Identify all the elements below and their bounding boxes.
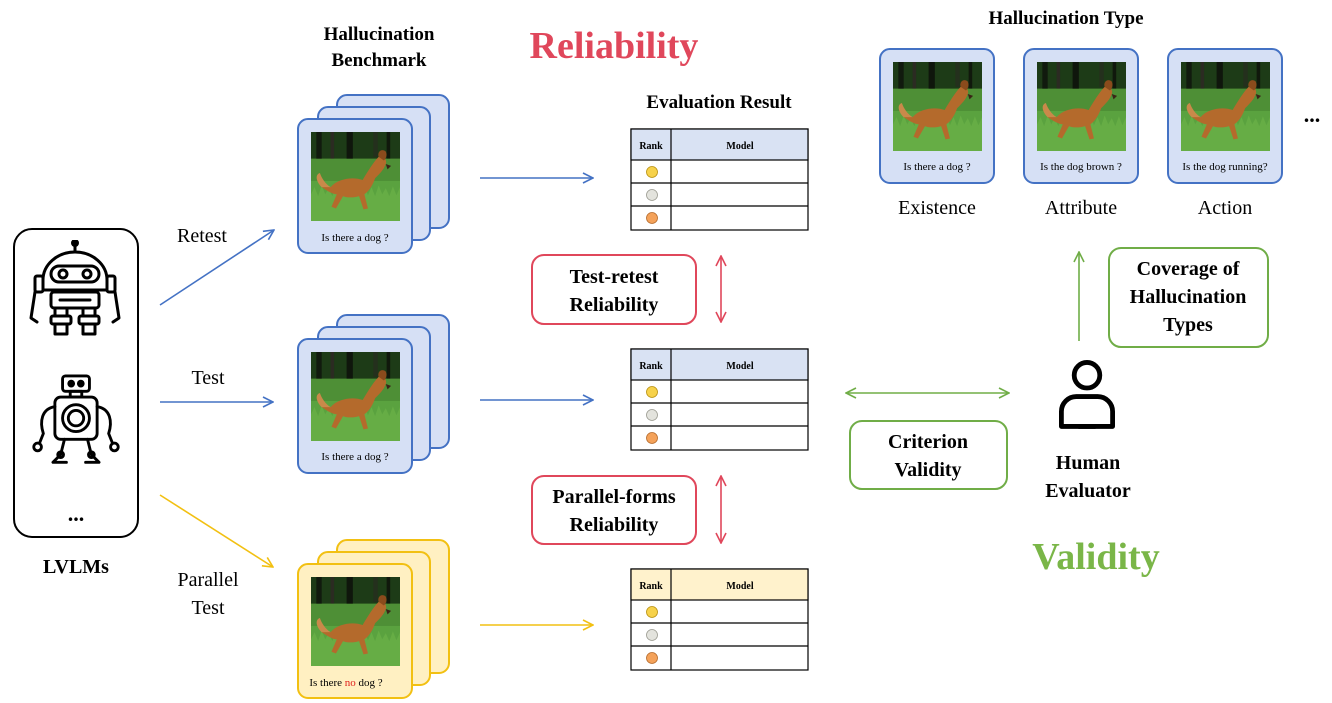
gold-medal-icon: [646, 166, 658, 178]
bronze-medal-icon: [646, 212, 658, 224]
reliability-title: Reliability: [530, 25, 699, 67]
test-retest-box: [531, 254, 697, 325]
parallel-forms-label: Reliability: [570, 514, 659, 536]
type-label: Attribute: [1045, 197, 1117, 219]
bronze-medal-icon: [646, 432, 658, 444]
parallel-test-label: Test: [191, 597, 224, 619]
coverage-label: Types: [1163, 314, 1213, 336]
coverage-label: Coverage of: [1137, 258, 1240, 280]
lvlms-label: LVLMs: [43, 556, 109, 578]
coverage-box: [1108, 247, 1269, 348]
rank-header: Rank: [639, 141, 663, 152]
benchmark-question: Is there a dog ?: [321, 232, 388, 244]
type-ellipsis: ...: [1304, 102, 1321, 127]
hallucination-type-section: Hallucination Type Is there a dog ? Exis…: [879, 8, 1321, 219]
silver-medal-icon: [646, 629, 658, 641]
type-question: Is the dog brown ?: [1040, 161, 1122, 173]
type-card-attribute: Is the dog brown ? Attribute: [1023, 48, 1139, 219]
type-question: Is the dog running?: [1182, 161, 1267, 173]
reliability-section: Reliability Evaluation Result Rank Model…: [530, 25, 809, 671]
dog-image: [1037, 62, 1126, 151]
test-retest-label: Test-retest: [570, 266, 659, 288]
human-evaluator-label: Evaluator: [1045, 480, 1131, 502]
benchmark-card-stack: Is there a dog ?: [297, 314, 450, 474]
validity-title: Validity: [1032, 536, 1159, 578]
model-header: Model: [726, 581, 753, 592]
retest-arrow: [159, 230, 274, 306]
dog-image: [311, 132, 400, 221]
rank-header: Rank: [639, 581, 663, 592]
flow-arrows: Retest Test Parallel Test: [159, 225, 274, 619]
dog-image: [311, 352, 400, 441]
gold-medal-icon: [646, 606, 658, 618]
model-header: Model: [726, 361, 753, 372]
retest-label: Retest: [177, 225, 227, 247]
lvlms-panel: ... LVLMs: [13, 228, 139, 578]
test-retest-label: Reliability: [570, 294, 659, 316]
hallucination-type-title: Hallucination Type: [988, 8, 1143, 29]
criterion-label: Validity: [894, 459, 961, 481]
human-evaluator-label: Human: [1056, 452, 1120, 474]
parallel-test-arrow: [159, 494, 273, 567]
type-card-existence: Is there a dog ? Existence: [879, 48, 995, 219]
model-header: Model: [726, 141, 753, 152]
rank-table: Rank Model: [630, 128, 809, 231]
lvlms-ellipsis: ...: [68, 501, 85, 526]
question-part: dog ?: [356, 677, 383, 689]
rank-table: Rank Model: [630, 348, 809, 451]
dog-image: [1181, 62, 1270, 151]
benchmark-question: Is there a dog ?: [321, 451, 388, 463]
bronze-medal-icon: [646, 652, 658, 664]
question-negation: no: [345, 677, 357, 689]
rank-table: Rank Model: [630, 568, 809, 671]
benchmark-card-stack-parallel: Is there no dog ?: [297, 539, 450, 699]
dog-image: [311, 577, 400, 666]
parallel-forms-box: [531, 475, 697, 545]
parallel-test-label: Parallel: [177, 569, 239, 591]
type-question: Is there a dog ?: [903, 161, 970, 173]
dog-image: [893, 62, 982, 151]
benchmark-question-parallel: Is there no dog ?: [309, 677, 382, 689]
benchmark-title: Hallucination: [324, 24, 435, 45]
human-evaluator-icon: [1061, 362, 1112, 426]
rank-header: Rank: [639, 361, 663, 372]
test-label: Test: [191, 367, 224, 389]
silver-medal-icon: [646, 189, 658, 201]
result-arrows: [480, 178, 593, 625]
silver-medal-icon: [646, 409, 658, 421]
question-part: Is there: [309, 677, 344, 689]
benchmark-card-stack: Is there a dog ?: [297, 94, 450, 254]
validity-section: Coverage of Hallucination Types Criterio…: [846, 247, 1269, 578]
criterion-label: Criterion: [888, 431, 968, 453]
benchmark-column: Hallucination Benchmark Is there a dog ?…: [297, 24, 450, 699]
criterion-box: [849, 420, 1008, 490]
lvlms-box: [13, 228, 139, 538]
evaluation-result-title: Evaluation Result: [646, 92, 792, 113]
type-card-action: Is the dog running? Action: [1167, 48, 1283, 219]
parallel-forms-label: Parallel-forms: [552, 486, 675, 508]
coverage-label: Hallucination: [1130, 286, 1247, 308]
type-label: Existence: [898, 197, 976, 219]
gold-medal-icon: [646, 386, 658, 398]
type-label: Action: [1198, 197, 1252, 219]
benchmark-title: Benchmark: [332, 50, 427, 71]
